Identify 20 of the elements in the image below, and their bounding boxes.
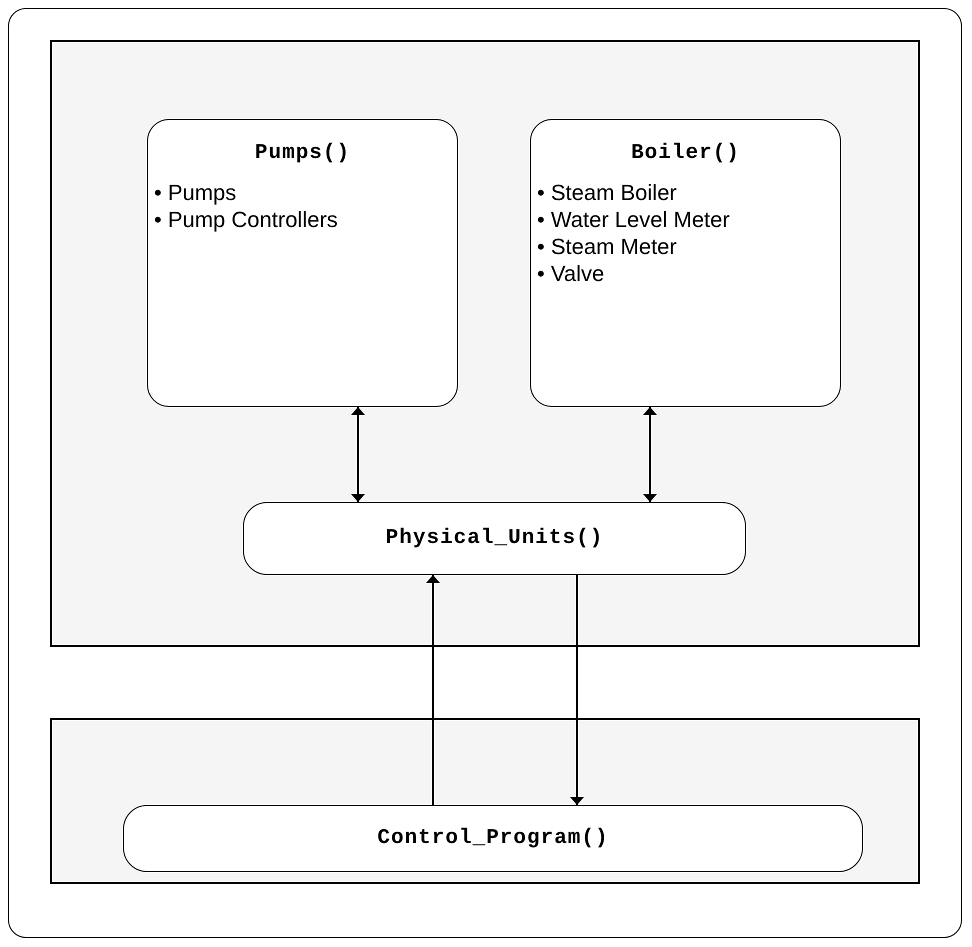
component-box [530,119,841,407]
list-item: • Steam Boiler [537,179,678,206]
list-item: • Steam Meter [537,233,678,260]
arrow [354,407,362,502]
component-box [147,119,458,407]
list-item: • Water Level Meter [537,206,731,233]
arrow [646,407,654,502]
module-title: Pumps() [254,142,352,165]
list-item: • Pumps [154,179,238,206]
arrow [573,575,581,805]
module-title: Physical_Units() [386,527,604,550]
module-title: Boiler() [630,142,741,165]
module-box [123,805,863,872]
list-item: • Pump Controllers [154,206,339,233]
panel [50,718,920,884]
module-box [243,502,746,575]
list-item: • Valve [537,260,606,287]
panel [50,40,920,647]
module-title: Control_Program() [377,827,609,850]
arrow [429,575,437,805]
